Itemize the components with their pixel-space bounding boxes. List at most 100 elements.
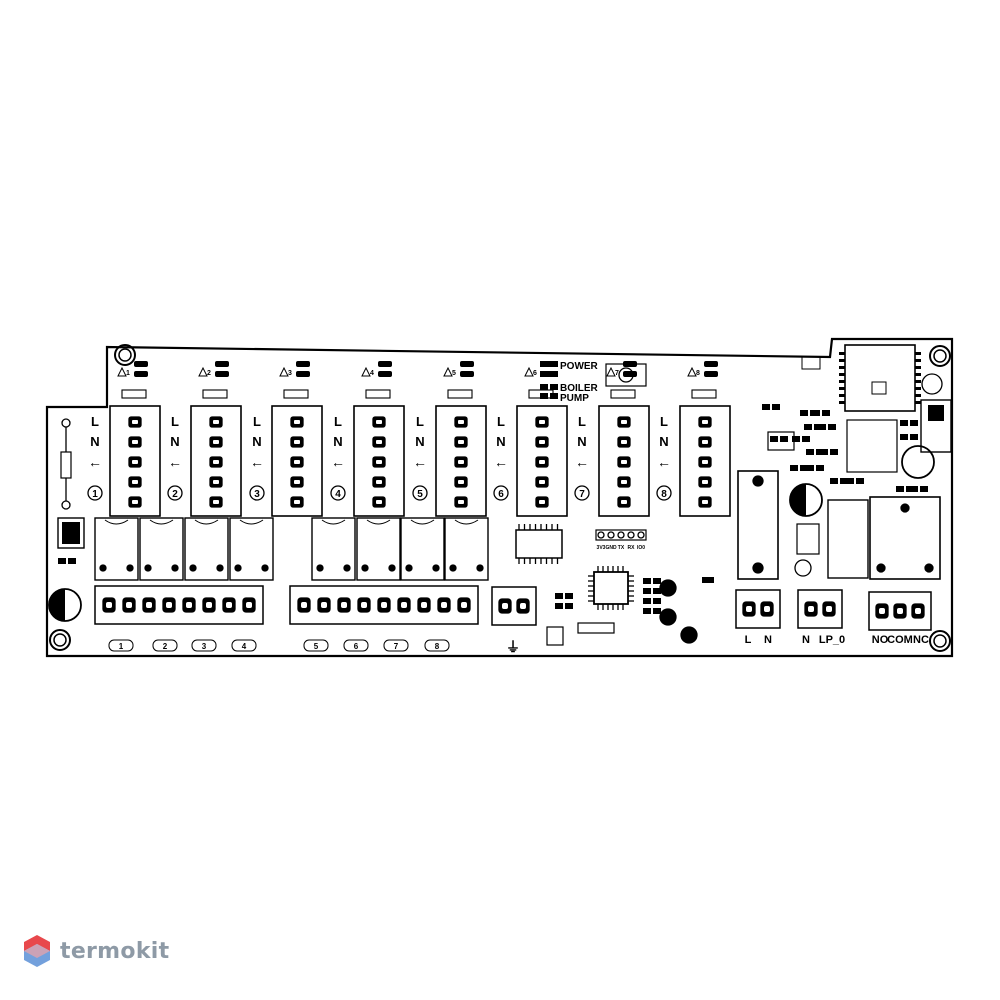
output-number-marker bbox=[231, 639, 257, 652]
mains-label-l: L bbox=[745, 634, 752, 646]
smd-component-pad-a bbox=[818, 424, 826, 430]
output-terminal-block-screw-slot bbox=[461, 602, 467, 608]
relay-terminal-block-screw-slot bbox=[915, 608, 921, 614]
zone-led-pad bbox=[378, 361, 392, 367]
power-capacitor bbox=[901, 445, 935, 479]
relay-label-nc: NC bbox=[913, 634, 929, 646]
zone-resistor bbox=[610, 389, 636, 399]
zone-label-l: L bbox=[171, 414, 179, 429]
zone-label-n: N bbox=[170, 434, 179, 449]
output-terminal-block-screw-slot bbox=[186, 602, 192, 608]
smd-component-pad-a bbox=[900, 420, 908, 426]
zone-connector-pin-hole bbox=[621, 460, 627, 464]
output-number-label: 3 bbox=[202, 642, 207, 651]
header-pin bbox=[627, 531, 635, 539]
zone-connector-housing bbox=[598, 405, 650, 517]
output-terminal-block-screw-slot bbox=[301, 602, 307, 608]
reset-button bbox=[605, 363, 647, 387]
zone-connector-pin-hole bbox=[376, 480, 382, 484]
zone-connector-pin-hole bbox=[458, 460, 464, 464]
smd-component-pad-b bbox=[800, 465, 808, 471]
smd-component-pad-a bbox=[555, 593, 563, 599]
smd-component-pad-a bbox=[770, 436, 778, 442]
zone-number-label: 5 bbox=[417, 489, 423, 500]
zone-connector-pin-hole bbox=[539, 440, 545, 444]
zone-led-number: 2 bbox=[207, 370, 211, 377]
zone-number-label: 1 bbox=[92, 489, 98, 500]
zone-resistor bbox=[121, 389, 147, 399]
zone-number-label: 7 bbox=[579, 489, 585, 500]
wifi-module-pin bbox=[915, 387, 921, 390]
zone-connector-pin-hole bbox=[702, 420, 708, 424]
header-pin bbox=[597, 531, 605, 539]
mains-terminal-block-screw-slot bbox=[746, 606, 752, 612]
relay-block bbox=[184, 517, 229, 581]
zone-number-label: 3 bbox=[254, 489, 260, 500]
zone-resistor bbox=[447, 389, 473, 399]
header-pin-label: 3V3 bbox=[597, 545, 606, 551]
zone-connector-housing bbox=[679, 405, 731, 517]
zone-led-pad bbox=[215, 371, 229, 377]
relay-pin bbox=[343, 564, 351, 572]
zone-connector-pin-hole bbox=[294, 480, 300, 484]
smd-component-pad-a bbox=[792, 436, 800, 442]
output-terminal-block-screw-slot bbox=[321, 602, 327, 608]
reset-button-cap bbox=[618, 367, 634, 383]
capacitor-footprint bbox=[546, 626, 564, 646]
transformer bbox=[737, 470, 779, 580]
zone-connector-housing bbox=[353, 405, 405, 517]
ground-terminal-block-screw-slot bbox=[520, 603, 526, 609]
wifi-module-pin bbox=[839, 366, 845, 369]
zone-connector-pin-hole bbox=[458, 420, 464, 424]
smd-component-pad-b bbox=[816, 465, 824, 471]
status-led-pad-b bbox=[550, 371, 558, 377]
output-number-label: 8 bbox=[435, 642, 440, 651]
zone-connector-pin-hole bbox=[376, 500, 382, 504]
output-number-marker bbox=[108, 639, 134, 652]
zone-connector-pin-hole bbox=[702, 480, 708, 484]
smd-component-pad-b bbox=[653, 578, 661, 584]
zone-connector-pin-hole bbox=[294, 420, 300, 424]
zone-label-l: L bbox=[334, 414, 342, 429]
output-number-label: 1 bbox=[119, 642, 124, 651]
zone-led-symbol bbox=[117, 366, 127, 377]
smd-component-pad-a bbox=[812, 410, 820, 416]
smd-component-pad-a bbox=[804, 424, 812, 430]
wifi-module-pin bbox=[915, 401, 921, 404]
zone-led-pad bbox=[296, 371, 310, 377]
zone-led-symbol bbox=[443, 366, 453, 377]
zone-resistor bbox=[691, 389, 717, 399]
status-led-pad-b bbox=[550, 393, 558, 399]
smd-component-pad-b bbox=[830, 449, 838, 455]
mosfet bbox=[767, 431, 795, 451]
output-number-marker bbox=[343, 639, 369, 652]
status-led-label-power: POWER bbox=[560, 361, 599, 372]
inductor bbox=[794, 559, 812, 577]
status-led-pad-a bbox=[540, 371, 548, 377]
zone-number-marker bbox=[330, 485, 346, 501]
zone-led-number: 5 bbox=[452, 370, 456, 377]
relay-notch bbox=[104, 519, 129, 525]
output-number-label: 7 bbox=[394, 642, 399, 651]
wifi-module-pin bbox=[915, 394, 921, 397]
zone-connector-pin-hole bbox=[294, 500, 300, 504]
zone-number-marker bbox=[656, 485, 672, 501]
output-terminal-block-screw-slot bbox=[206, 602, 212, 608]
pump-terminal-block-screw-slot bbox=[826, 606, 832, 612]
zone-led-symbol bbox=[279, 366, 289, 377]
zone-label-arrow: ← bbox=[331, 454, 345, 470]
status-led-pad-b bbox=[550, 361, 558, 367]
smd-component-pad-b bbox=[802, 436, 810, 442]
zone-connector-pin-hole bbox=[132, 460, 138, 464]
smd-component-pad-a bbox=[800, 410, 808, 416]
zone-led-symbol bbox=[198, 366, 208, 377]
zone-connector-pin-hole bbox=[458, 440, 464, 444]
pump-terminal-block-screw-slot bbox=[808, 606, 814, 612]
wifi-module-pin bbox=[839, 352, 845, 355]
mount-hole bbox=[929, 345, 951, 367]
mains-label-n: N bbox=[764, 634, 772, 646]
relay-pin bbox=[126, 564, 134, 572]
relay-block bbox=[311, 517, 356, 581]
zone-led-pad bbox=[704, 361, 718, 367]
zone-connector-pin-hole bbox=[132, 480, 138, 484]
